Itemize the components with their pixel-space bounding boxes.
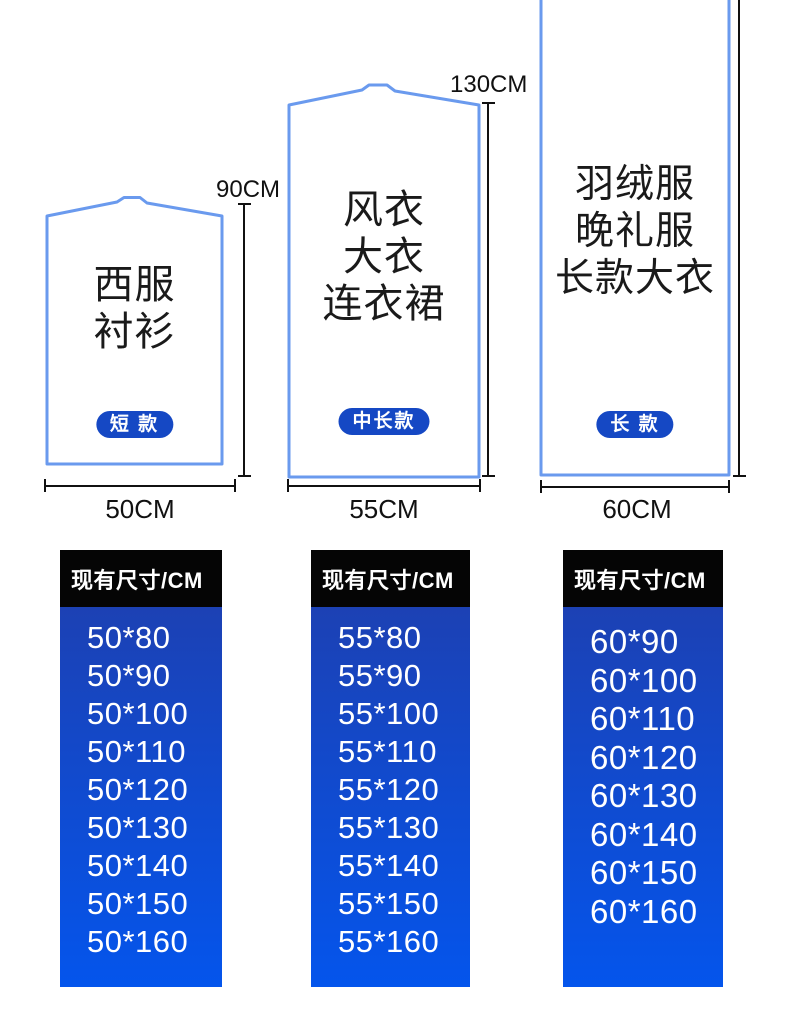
size-row: 50*100 — [87, 696, 189, 731]
size-row: 50*90 — [87, 658, 171, 693]
size-table-55: 现有尺寸/CM 55*80 55*90 55*100 55*110 55*120… — [311, 550, 470, 987]
style-badge-midlong: 中长款 — [338, 408, 430, 435]
dimension-tick — [540, 480, 542, 493]
width-dimension-label: 55CM — [349, 494, 419, 524]
garment-bag-midlong: 风衣 大衣 连衣裙 中长款 — [287, 83, 481, 479]
height-dimension-line — [738, 0, 740, 477]
size-row: 55*120 — [338, 772, 440, 807]
dimension-tick — [482, 475, 495, 477]
height-dimension-line — [487, 102, 489, 477]
bag-content-label: 西服 — [93, 263, 176, 307]
garment-bag-outline — [539, 0, 731, 477]
size-row: 55*130 — [338, 810, 440, 845]
size-row: 50*80 — [87, 620, 171, 655]
bag-content-label: 风衣 — [343, 188, 425, 232]
size-row: 55*150 — [338, 886, 440, 921]
size-table-body: 60*90 60*100 60*110 60*120 60*130 60*140… — [563, 607, 723, 987]
size-row: 60*100 — [590, 661, 698, 699]
dimension-tick — [733, 475, 746, 477]
size-row: 55*110 — [338, 734, 437, 769]
size-row: 55*100 — [338, 696, 440, 731]
garment-bag-long: 羽绒服 晚礼服 长款大衣 长 款 — [539, 0, 731, 477]
size-table-header: 现有尺寸/CM — [563, 550, 723, 607]
height-dimension-label: 90CM — [216, 176, 281, 203]
width-dimension-line — [44, 485, 236, 487]
bag-content-label: 大衣 — [343, 235, 425, 279]
size-row: 60*110 — [590, 700, 696, 738]
garment-bag-outline — [45, 196, 224, 466]
size-row: 55*90 — [338, 658, 422, 693]
bag-content-label: 长款大衣 — [554, 257, 715, 300]
dimension-tick — [44, 479, 46, 492]
size-row: 50*120 — [87, 772, 189, 807]
size-row: 60*160 — [590, 892, 698, 930]
style-badge-long: 长 款 — [596, 411, 674, 438]
style-badge-short: 短 款 — [95, 411, 174, 438]
width-dimension-label: 60CM — [602, 494, 672, 524]
size-table-header: 现有尺寸/CM — [311, 550, 470, 607]
bag-content-label: 羽绒服 — [574, 163, 695, 206]
size-table-50: 现有尺寸/CM 50*80 50*90 50*100 50*110 50*120… — [60, 550, 222, 987]
dimension-tick — [479, 479, 481, 492]
dimension-tick — [238, 203, 251, 205]
dimension-tick — [238, 475, 251, 477]
size-row: 60*90 — [590, 623, 679, 661]
size-row: 55*80 — [338, 620, 422, 655]
dimension-tick — [234, 479, 236, 492]
size-row: 50*140 — [87, 848, 189, 883]
size-row: 60*140 — [590, 815, 698, 853]
bag-content-label: 连衣裙 — [322, 282, 446, 326]
dimension-tick — [482, 102, 495, 104]
height-dimension-line — [243, 203, 245, 477]
size-row: 55*160 — [338, 924, 440, 959]
size-row: 50*130 — [87, 810, 189, 845]
size-row: 60*150 — [590, 854, 698, 892]
size-row: 50*160 — [87, 924, 189, 959]
size-table-body: 55*80 55*90 55*100 55*110 55*120 55*130 … — [311, 607, 470, 987]
size-table-body: 50*80 50*90 50*100 50*110 50*120 50*130 … — [60, 607, 222, 987]
bag-content-label: 衬衫 — [93, 310, 176, 354]
width-dimension-line — [540, 486, 730, 488]
width-dimension-label: 50CM — [105, 494, 175, 524]
size-row: 60*130 — [590, 777, 698, 815]
garment-bag-outline — [287, 83, 481, 479]
dimension-tick — [728, 480, 730, 493]
size-table-header: 现有尺寸/CM — [60, 550, 222, 607]
size-row: 50*110 — [87, 734, 186, 769]
size-table-60: 现有尺寸/CM 60*90 60*100 60*110 60*120 60*13… — [563, 550, 723, 987]
size-row: 60*120 — [590, 738, 698, 776]
size-row: 55*140 — [338, 848, 440, 883]
dimension-tick — [287, 479, 289, 492]
garment-bag-short: 西服 衬衫 短 款 — [45, 196, 224, 466]
bag-content-label: 晚礼服 — [574, 210, 695, 253]
size-row: 50*150 — [87, 886, 189, 921]
width-dimension-line — [287, 485, 481, 487]
height-dimension-label: 130CM — [450, 71, 528, 98]
